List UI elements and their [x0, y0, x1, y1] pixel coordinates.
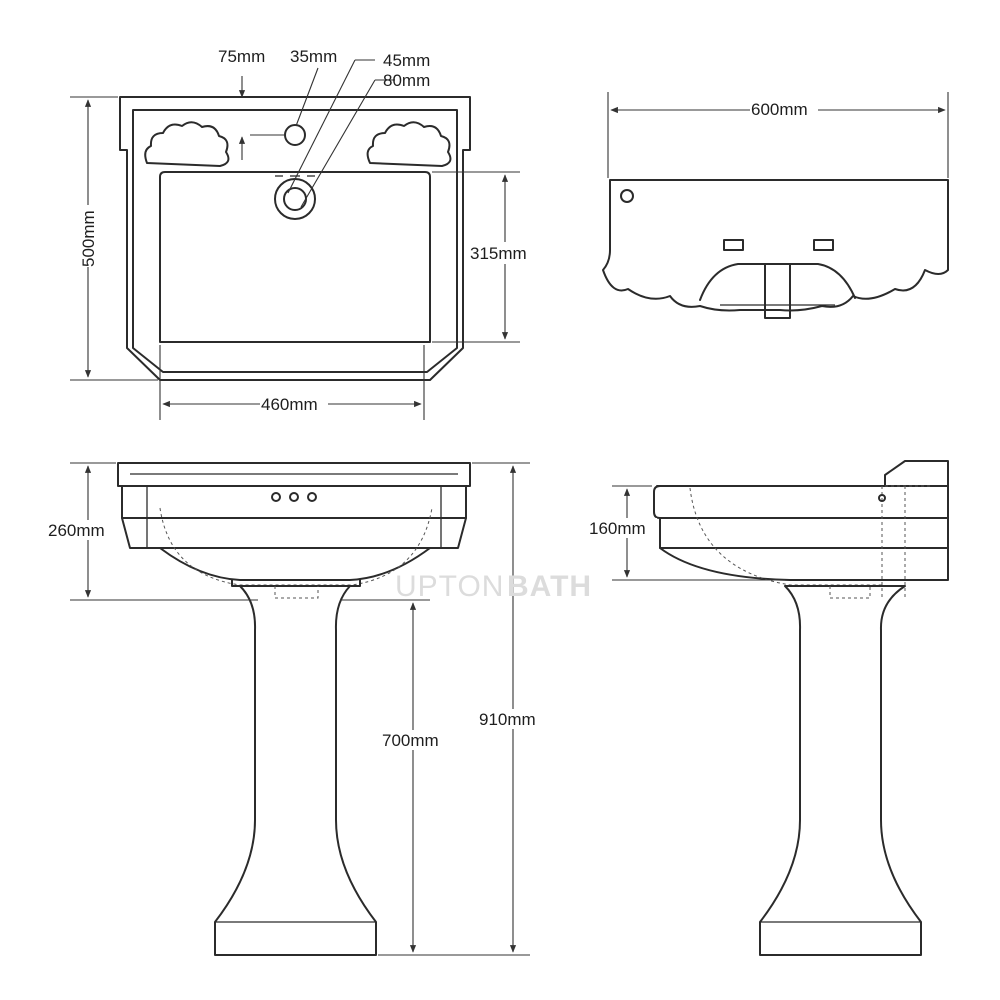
- top-view: [70, 59, 520, 420]
- right-soap-dish: [366, 121, 452, 167]
- label-pedestal-height: 700mm: [382, 731, 439, 750]
- front-view: [70, 462, 530, 956]
- label-bowl-width: 460mm: [261, 395, 318, 414]
- watermark: UPTON BATH: [395, 570, 592, 603]
- waste-outlet-inner: [283, 187, 307, 211]
- side-view: [612, 460, 949, 956]
- label-basin-depth: 500mm: [79, 210, 98, 267]
- tap-hole: [284, 124, 306, 146]
- label-side-height: 160mm: [589, 519, 646, 538]
- watermark-light: UPTON: [395, 570, 504, 603]
- label-overflow-diameter: 45mm: [383, 51, 430, 70]
- watermark-bold: BATH: [507, 570, 592, 603]
- dimension-labels: 75mm 35mm 45mm 80mm 500mm 315mm 460mm 60…: [46, 47, 818, 750]
- label-basin-width: 600mm: [751, 100, 808, 119]
- label-bowl-length: 315mm: [470, 244, 527, 263]
- back-view: [602, 92, 949, 319]
- label-tap-hole-diameter: 35mm: [290, 47, 337, 66]
- label-basin-height: 260mm: [48, 521, 105, 540]
- left-soap-dish: [144, 121, 230, 167]
- label-overflow-offset: 80mm: [383, 71, 430, 90]
- label-tap-hole-inset: 75mm: [218, 47, 265, 66]
- label-overall-height: 910mm: [479, 710, 536, 729]
- waste-outlet-outer: [274, 178, 316, 220]
